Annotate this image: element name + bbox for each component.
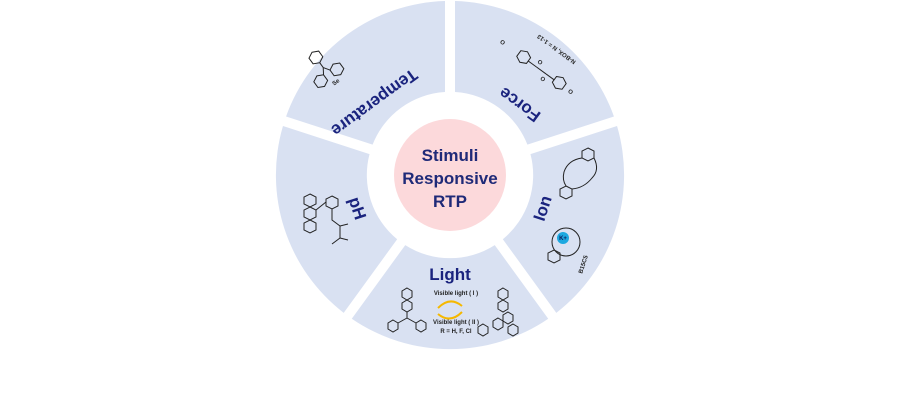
- ion-structure-icon: [547, 147, 598, 264]
- segment-ph: [275, 125, 398, 313]
- svg-text:O: O: [539, 76, 547, 84]
- ph-structure-icon: [303, 193, 349, 245]
- center-title-line-2: Responsive: [402, 169, 497, 188]
- light-annotation-top: Visible light ( I ): [434, 291, 478, 297]
- potassium-ion-badge: K+: [557, 232, 569, 244]
- segment-label-light: Light: [429, 265, 471, 284]
- light-substituents: R = H, F, Cl: [440, 329, 472, 335]
- temperature-structure-icon: Se: [308, 50, 345, 89]
- light-annotation-bottom: Visible light ( II ): [433, 320, 479, 326]
- light-structure-right-icon: [477, 287, 519, 337]
- svg-text:Se: Se: [332, 78, 342, 88]
- segment-ion: [502, 125, 625, 313]
- svg-text:O: O: [536, 59, 544, 67]
- center-circle: [394, 119, 506, 231]
- light-reversible-arrows-icon: [437, 300, 463, 320]
- svg-text:O: O: [498, 39, 506, 47]
- segments-layer: [275, 1, 625, 350]
- segment-temperature: [286, 1, 445, 145]
- center-title-line-1: Stimuli: [422, 146, 479, 165]
- svg-text:O: O: [566, 89, 574, 97]
- segment-light: [351, 245, 549, 350]
- ion-annotation: B15C5: [578, 254, 590, 274]
- center-title-line-3: RTP: [433, 192, 467, 211]
- svg-text:K+: K+: [559, 236, 567, 242]
- light-structure-left-icon: [387, 287, 427, 333]
- segment-force: [455, 1, 614, 145]
